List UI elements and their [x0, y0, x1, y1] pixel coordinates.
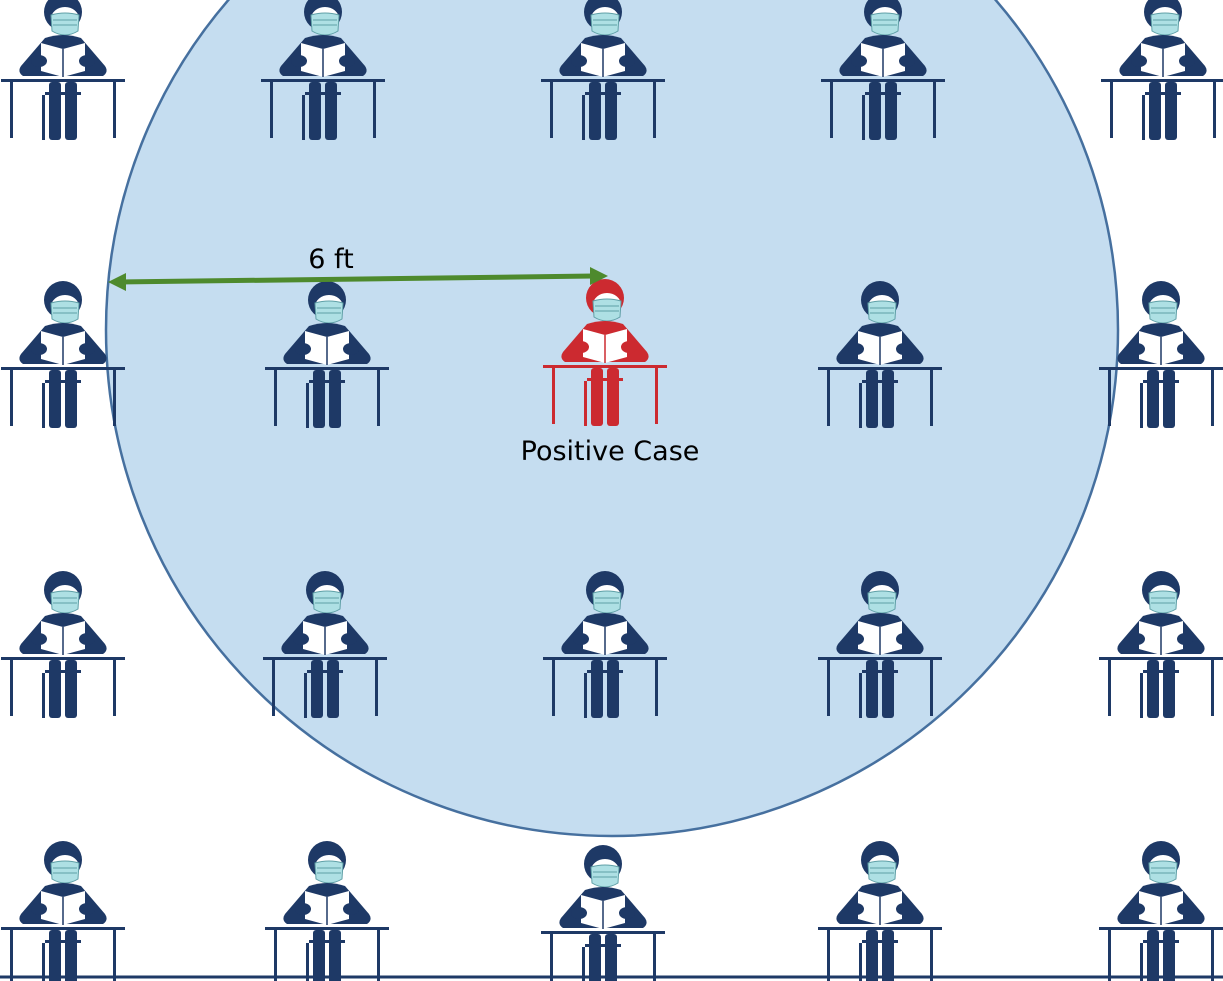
student-desk-icon	[540, 844, 666, 981]
student-desk-icon	[0, 570, 126, 719]
distance-label: 6 ft	[308, 244, 353, 275]
student-desk-icon	[1098, 570, 1223, 719]
distance-arrow	[108, 267, 608, 291]
student-desk-icon	[817, 840, 943, 981]
student-desk-icon	[0, 840, 126, 981]
positive-case-label: Positive Case	[521, 436, 700, 467]
student-desk-icon	[1098, 840, 1223, 981]
student-desk-icon	[0, 0, 126, 141]
student-desk-icon	[1100, 0, 1223, 141]
student-desk-icon	[264, 840, 390, 981]
